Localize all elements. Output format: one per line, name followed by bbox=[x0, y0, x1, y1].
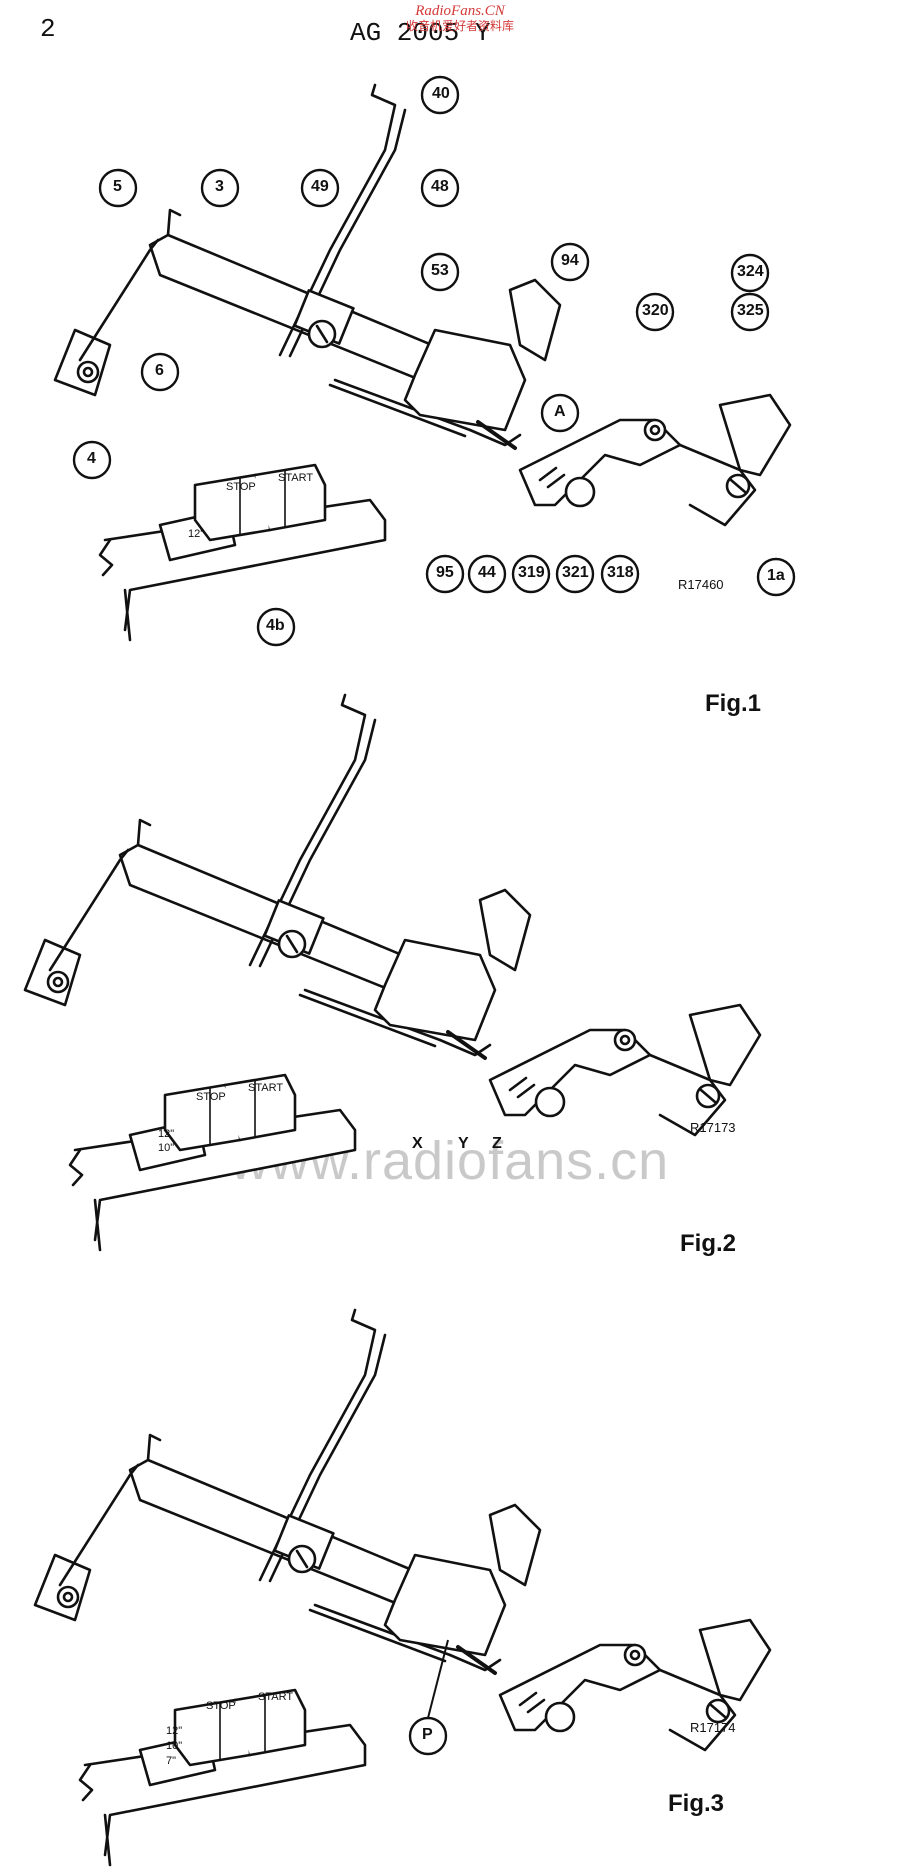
fig1-ref: R17460 bbox=[678, 577, 724, 592]
fig2-speed-10: 10" bbox=[158, 1142, 175, 1154]
callout-44: 44 bbox=[478, 564, 496, 581]
fig1-start-label: START bbox=[278, 472, 314, 484]
figure-3-drawing bbox=[33, 1308, 772, 1867]
letter-Y: Y bbox=[458, 1135, 469, 1152]
callout-95: 95 bbox=[436, 564, 454, 581]
callout-5: 5 bbox=[113, 178, 122, 195]
watermark-top-line2: 收音机爱好者资料库 bbox=[405, 18, 514, 33]
figure-2-drawing bbox=[23, 693, 762, 1252]
watermark-top-line1: RadioFans.CN bbox=[415, 3, 505, 19]
callout-40: 40 bbox=[432, 85, 450, 102]
callout-325: 325 bbox=[737, 302, 764, 319]
callout-3: 3 bbox=[215, 178, 224, 195]
fig3-speed-7: 7" bbox=[166, 1755, 177, 1767]
page-number: 2 bbox=[40, 14, 56, 44]
figure-1-drawing bbox=[53, 75, 796, 647]
fig2-caption: Fig.2 bbox=[680, 1230, 737, 1257]
fig3-stop-label: STOP bbox=[206, 1700, 236, 1712]
callout-318: 318 bbox=[607, 564, 634, 581]
callout-94: 94 bbox=[561, 252, 579, 269]
fig2-stop-label: STOP bbox=[196, 1091, 226, 1103]
callout-319: 319 bbox=[518, 564, 545, 581]
letter-Z: Z bbox=[492, 1135, 502, 1152]
fig3-caption: Fig.3 bbox=[668, 1790, 725, 1817]
fig3-speed-10: 10" bbox=[166, 1740, 183, 1752]
model-title: AG 2005 Y bbox=[350, 18, 491, 48]
callout-324: 324 bbox=[737, 263, 764, 280]
callout-48: 48 bbox=[431, 178, 449, 195]
watermark-top: RadioFans.CN 收音机爱好者资料库 bbox=[360, 3, 560, 33]
callout-4b: 4b bbox=[266, 617, 285, 634]
callout-49: 49 bbox=[311, 178, 329, 195]
callout-1a: 1a bbox=[767, 567, 785, 584]
fig1-speed-12: 12" bbox=[188, 528, 205, 540]
callout-P: P bbox=[422, 1726, 433, 1743]
fig1-caption: Fig.1 bbox=[705, 690, 762, 717]
fig2-start-label: START bbox=[248, 1082, 284, 1094]
callout-4: 4 bbox=[87, 450, 96, 467]
fig3-start-label: START bbox=[258, 1691, 294, 1703]
callout-A: A bbox=[554, 403, 566, 420]
callout-321: 321 bbox=[562, 564, 589, 581]
fig1-stop-label: STOP bbox=[226, 481, 256, 493]
letter-X: X bbox=[412, 1135, 423, 1152]
fig2-ref: R17173 bbox=[690, 1120, 736, 1135]
fig3-speed-12: 12" bbox=[166, 1725, 183, 1737]
callout-6: 6 bbox=[155, 362, 164, 379]
fig2-speed-12: 12" bbox=[158, 1128, 175, 1140]
callout-53: 53 bbox=[431, 262, 449, 279]
fig3-ref: R17174 bbox=[690, 1720, 736, 1735]
callout-320: 320 bbox=[642, 302, 669, 319]
